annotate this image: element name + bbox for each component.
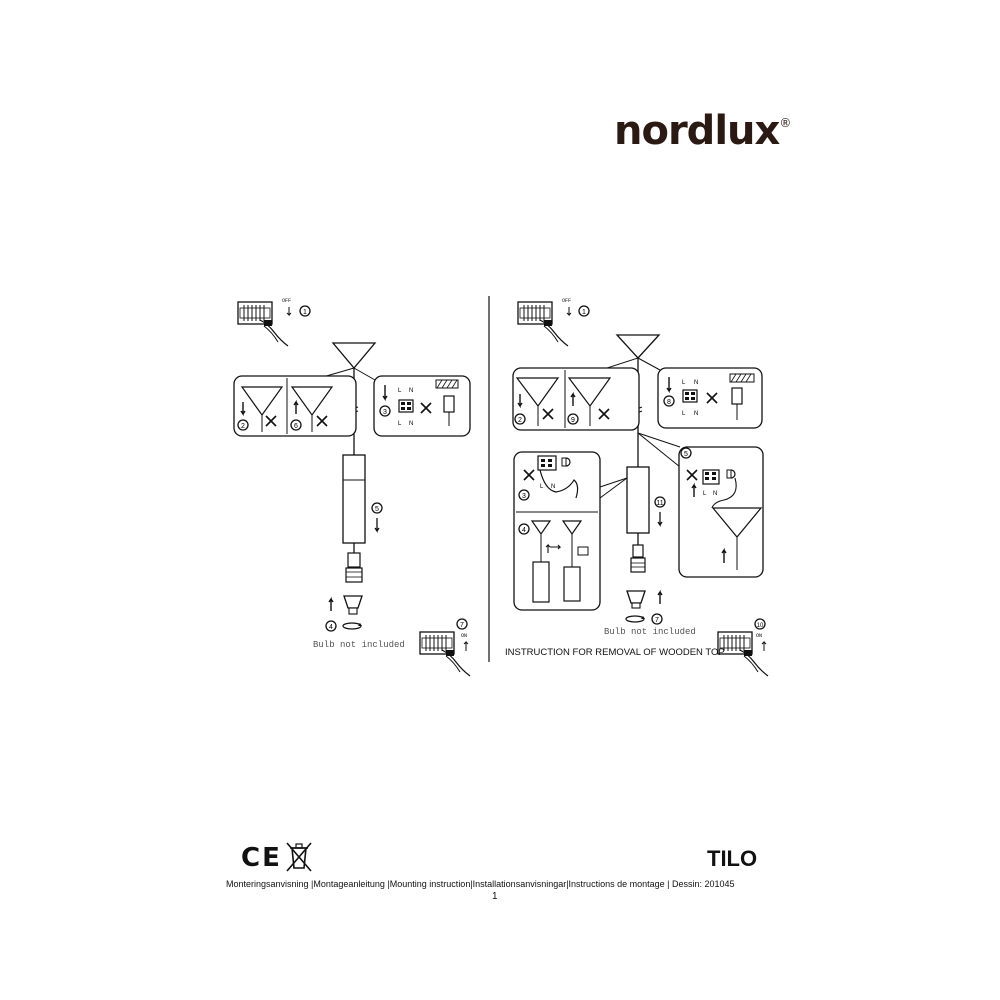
svg-text:3: 3 [522,493,526,500]
left-panel: OFF 1 2 6 3 L N [233,298,471,677]
svg-text:3: 3 [383,409,387,416]
lamp-shade [342,454,366,544]
pendant-canopy-icon [331,342,377,370]
bulb-note-left: Bulb not included [313,640,405,650]
gu10-bulb-icon [343,595,363,615]
svg-text:11: 11 [656,500,663,507]
svg-text:OFF: OFF [562,298,571,304]
instructions-line: Monteringsanvisning |Montageanleitung |M… [226,879,735,889]
svg-text:L: L [682,380,686,386]
wire-connector-icon [265,415,277,427]
svg-text:7: 7 [655,617,659,624]
svg-text:L: L [703,491,707,497]
svg-text:N: N [694,380,698,386]
product-name: TILO [707,846,758,871]
svg-text:1: 1 [582,309,586,316]
step-1-marker [299,305,311,317]
svg-text:4: 4 [522,527,526,534]
svg-text:L: L [540,484,544,490]
removal-caption: INSTRUCTION FOR REMOVAL OF WOODEN TOP [505,647,725,658]
page-number: 1 [492,891,498,902]
bulb-note-right: Bulb not included [604,627,696,637]
svg-text:N: N [409,388,413,394]
brand-logo: nordlux® [614,108,791,154]
weee-bin-icon [286,842,312,872]
svg-text:10: 10 [757,623,764,629]
svg-text:ON: ON [756,633,762,639]
svg-text:5: 5 [684,451,688,458]
svg-text:N: N [713,491,717,497]
svg-text:6: 6 [294,423,298,430]
ce-mark-icon: CE [241,843,282,873]
brand-name: nordlux [614,108,780,154]
switch-off-label: OFF [282,298,291,304]
svg-text:L: L [398,421,402,427]
svg-text:2: 2 [518,417,522,424]
svg-text:5: 5 [375,506,379,513]
svg-text:N: N [694,411,698,417]
svg-text:7: 7 [460,622,464,629]
svg-text:4: 4 [329,624,333,631]
switch-on-label: ON [461,633,467,639]
registered-mark: ® [779,116,791,130]
svg-text:L: L [398,388,402,394]
svg-text:N: N [551,484,555,490]
step-1-number: 1 [303,309,307,316]
svg-text:N: N [409,421,413,427]
switch-hand-icon [237,301,289,347]
right-panel: OFF 1 2 9 8 L N L N [512,298,769,677]
svg-text:9: 9 [571,417,575,424]
svg-text:L: L [682,411,686,417]
svg-text:2: 2 [241,423,245,430]
svg-text:8: 8 [667,399,671,406]
